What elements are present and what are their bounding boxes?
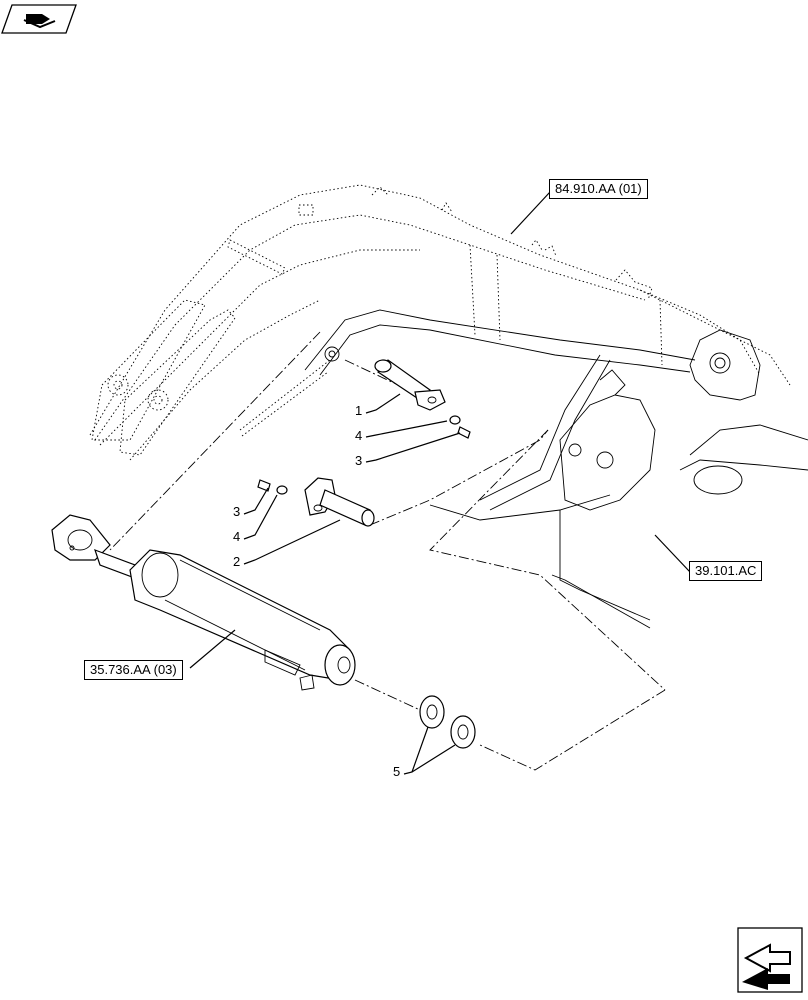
callout-3-lower: 3 [233,504,241,519]
callout-2: 2 [233,554,241,569]
book-navigation-icon[interactable] [1,4,77,34]
washers-part-5[interactable] [419,695,476,749]
next-page-arrow-icon[interactable] [737,927,803,993]
washer-part-4-lower[interactable] [276,485,288,495]
assembly-lines [109,331,666,771]
callout-3-upper: 3 [355,453,363,468]
callout-5: 5 [393,764,401,779]
callout-1: 1 [355,403,363,418]
arm-structure [304,309,808,629]
reference-box-35-736-AA[interactable]: 35.736.AA (03) [84,660,183,680]
reference-box-39-101-AC[interactable]: 39.101.AC [689,561,763,581]
reference-box-84-910-AA[interactable]: 84.910.AA (01) [549,179,648,199]
bolt-part-3-lower[interactable] [257,479,271,492]
pin-part-1[interactable] [374,359,446,411]
washer-part-4-upper[interactable] [449,415,461,425]
pin-part-2[interactable] [304,477,375,527]
boom-structure [89,184,791,461]
callout-4-upper: 4 [355,428,363,443]
hydraulic-cylinder[interactable] [51,514,356,691]
bolt-part-3-upper[interactable] [457,426,471,439]
leader-lines [189,191,691,775]
callout-4-lower: 4 [233,529,241,544]
